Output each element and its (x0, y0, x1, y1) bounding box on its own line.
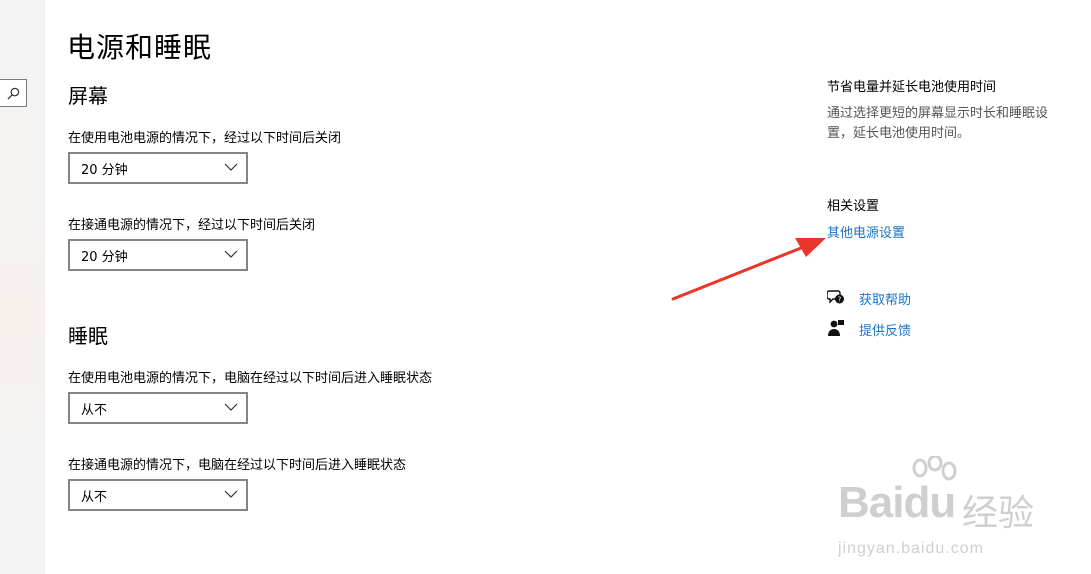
chat-help-icon: ? (827, 290, 844, 304)
sleep-plugged-dropdown[interactable]: 从不 (68, 479, 248, 511)
chevron-down-icon (224, 490, 238, 498)
chevron-down-icon (224, 163, 238, 171)
chevron-down-icon (224, 403, 238, 411)
baidu-watermark: Baidu 经验 jingyan.baidu.com (838, 456, 1068, 566)
page-title: 电源和睡眠 (67, 31, 213, 64)
dropdown-value: 20 分钟 (81, 162, 128, 178)
sleep-section-title: 睡眠 (68, 324, 108, 348)
tip-heading: 节省电量并延长电池使用时间 (827, 80, 997, 95)
svg-text:?: ? (838, 296, 842, 304)
screen-battery-label: 在使用电池电源的情况下，经过以下时间后关闭 (68, 131, 342, 146)
screen-section-title: 屏幕 (68, 84, 108, 108)
chevron-down-icon (224, 250, 238, 258)
sleep-plugged-label: 在接通电源的情况下，电脑在经过以下时间后进入睡眠状态 (68, 458, 407, 473)
person-feedback-icon (828, 320, 844, 336)
watermark-cn: 经验 (962, 493, 1035, 534)
screen-plugged-dropdown[interactable]: 20 分钟 (68, 239, 248, 271)
watermark-logo: Baidu (838, 478, 956, 527)
search-icon (6, 87, 19, 100)
related-settings-heading: 相关设置 (827, 199, 880, 214)
watermark-url: jingyan.baidu.com (838, 540, 984, 557)
search-button[interactable] (0, 79, 27, 107)
screen-plugged-label: 在接通电源的情况下，经过以下时间后关闭 (68, 218, 316, 233)
get-help-link[interactable]: 获取帮助 (859, 293, 912, 308)
additional-power-settings-link[interactable]: 其他电源设置 (827, 226, 906, 241)
screen-battery-dropdown[interactable]: 20 分钟 (68, 152, 248, 184)
give-feedback-link[interactable]: 提供反馈 (859, 324, 912, 339)
paw-logo-icon (912, 456, 957, 481)
sleep-battery-dropdown[interactable]: 从不 (68, 392, 248, 424)
dropdown-value: 从不 (81, 402, 108, 418)
sleep-battery-label: 在使用电池电源的情况下，电脑在经过以下时间后进入睡眠状态 (68, 371, 433, 386)
tip-description: 通过选择更短的屏幕显示时长和睡眠设置，延长电池使用时间。 (827, 106, 1049, 141)
dropdown-value: 20 分钟 (81, 249, 128, 265)
dropdown-value: 从不 (81, 489, 108, 505)
